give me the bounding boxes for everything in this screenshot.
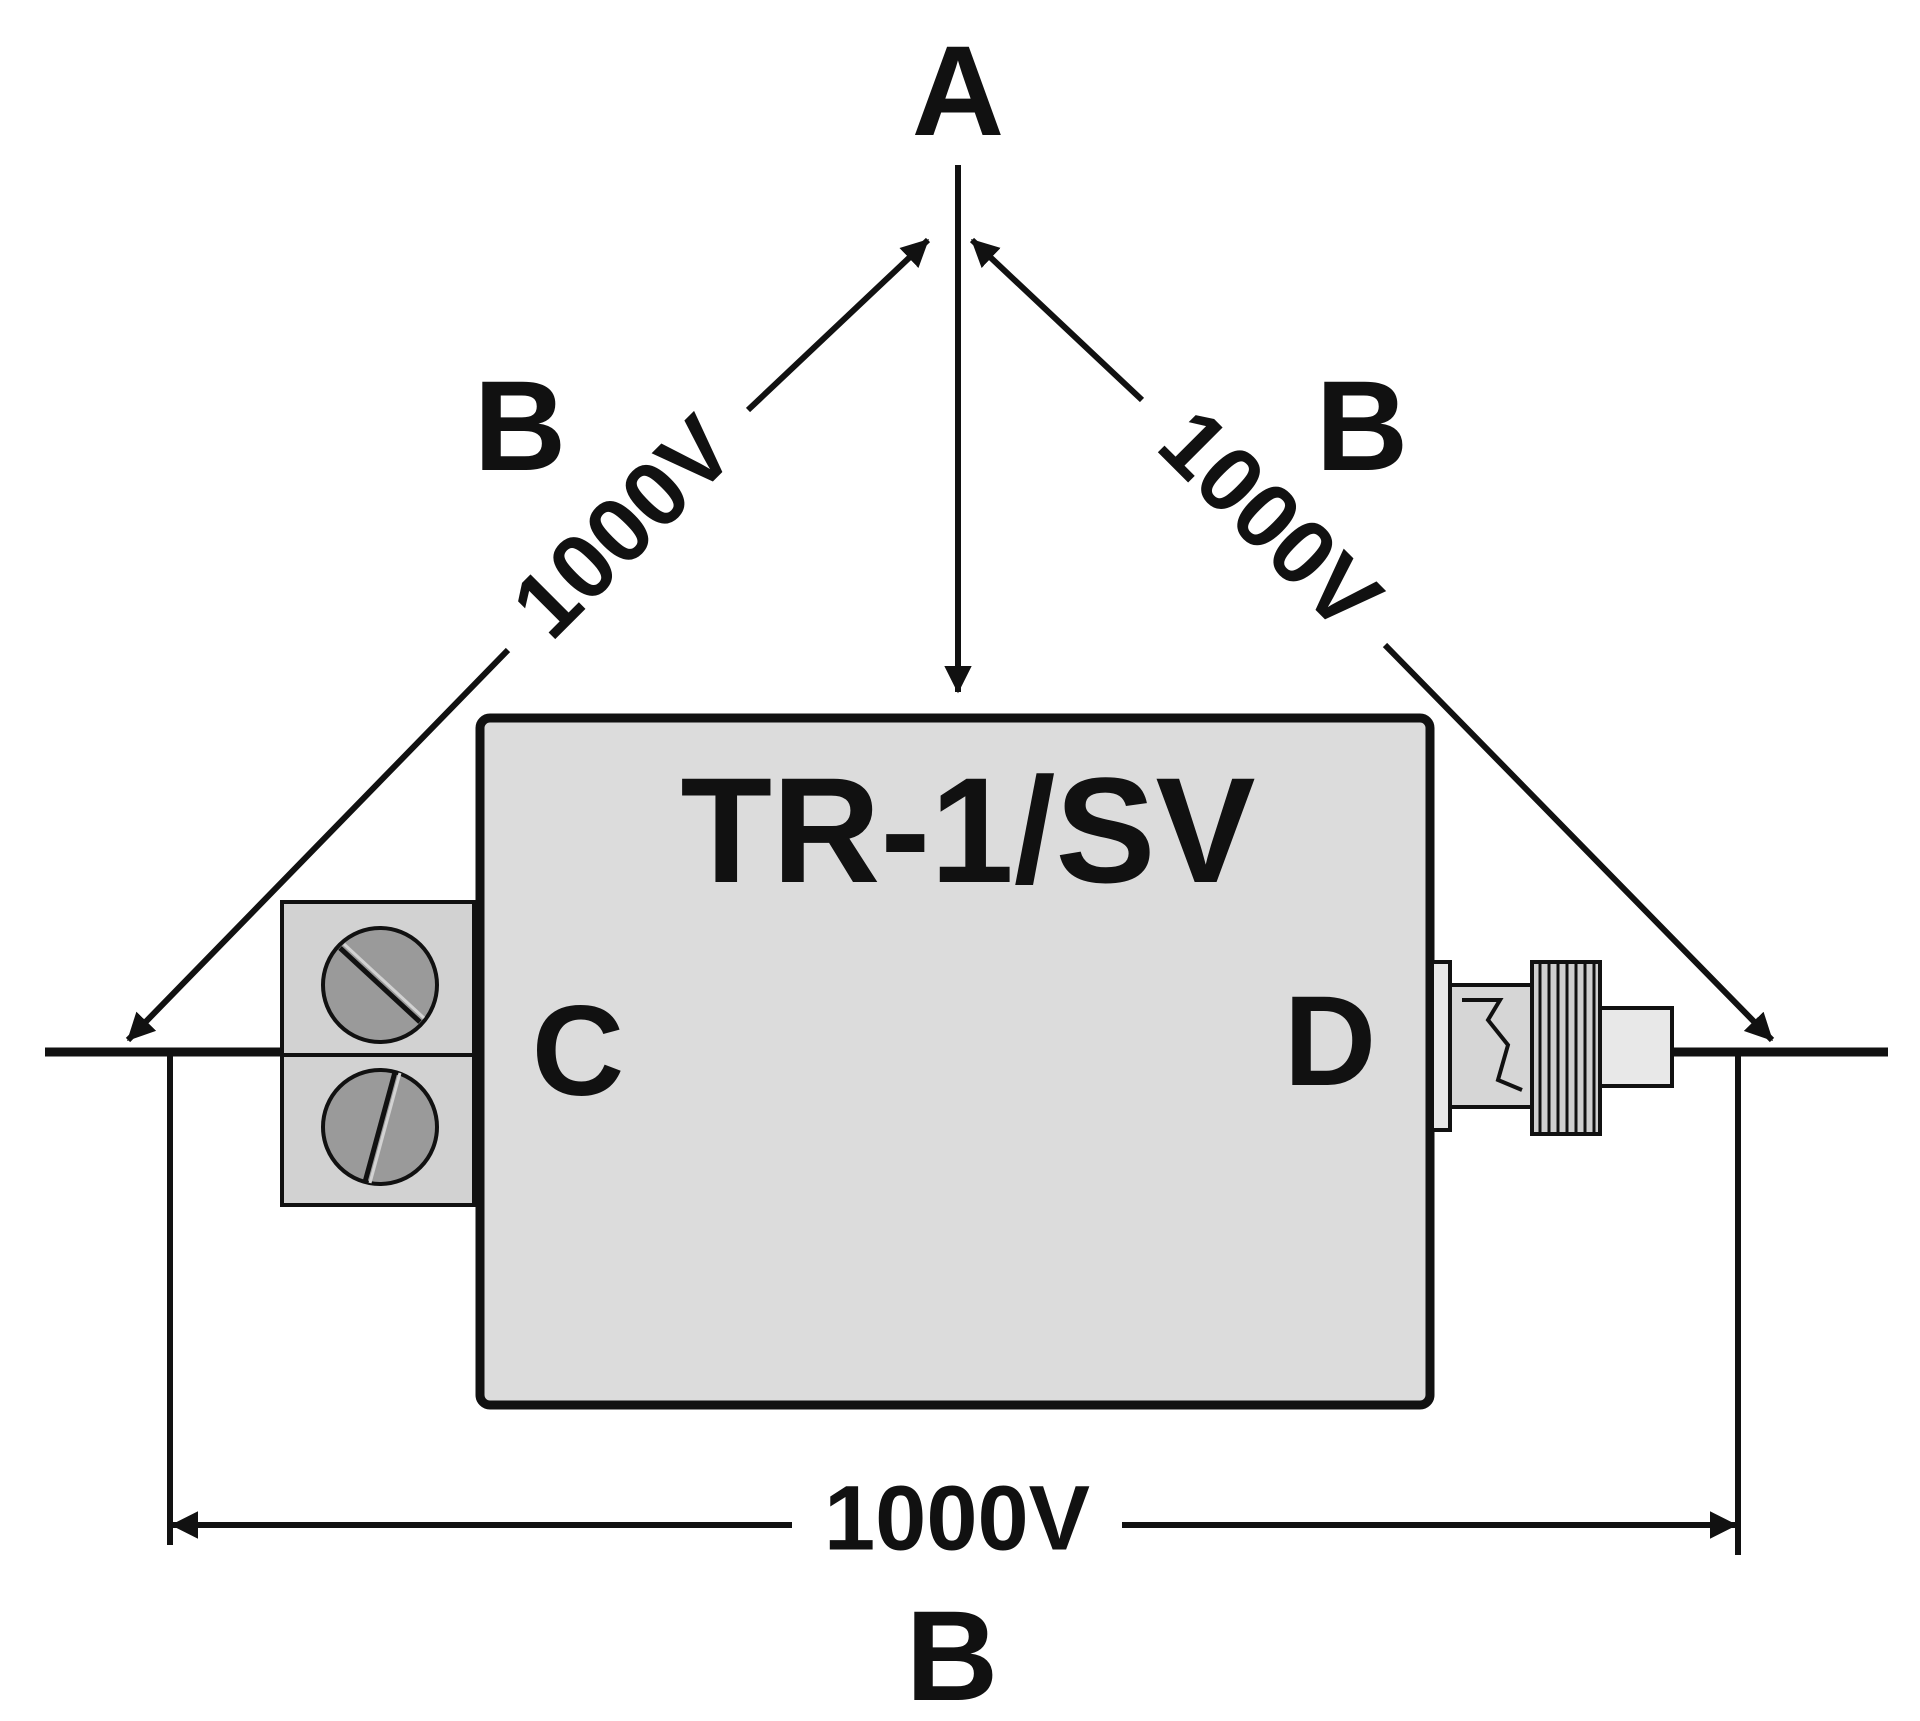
voltage-label-bottom: 1000V [824,1467,1090,1569]
slotted-screw-icon [321,926,439,1044]
label-c: C [532,980,624,1123]
label-d: D [1284,970,1376,1113]
label-b-bottom: B [906,1585,998,1721]
label-a: A [912,20,1004,163]
arrow-left-upper [745,237,931,413]
arrow-right-upper [969,237,1145,403]
arrow-left-lower [125,647,511,1043]
terminal-block [280,900,476,1207]
device-model-label: TR-1/SV [680,746,1255,914]
bnc-connector-icon [1430,960,1674,1136]
label-b-left: B [474,355,566,498]
slotted-screw-icon [321,1068,439,1186]
label-b-right: B [1316,355,1408,498]
arrow-right-lower [1382,642,1775,1043]
